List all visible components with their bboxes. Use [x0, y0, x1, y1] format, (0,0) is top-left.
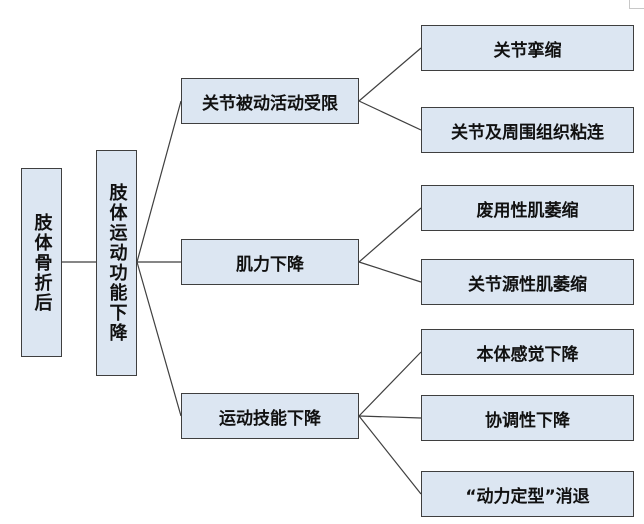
corner-mark	[629, 0, 644, 9]
leaf-node: 关节源性肌萎缩	[421, 259, 634, 305]
leaf-node: 本体感觉下降	[421, 329, 634, 375]
group-node-passive-motion: 关节被动活动受限	[181, 78, 359, 124]
group-node-motor-skill: 运动技能下降	[181, 393, 359, 439]
line-group2-child2	[358, 261, 422, 283]
line-group3-child1	[358, 351, 422, 417]
leaf-node: “动力定型”消退	[421, 471, 634, 517]
line-group1-child1	[358, 47, 422, 102]
line-group3-child2	[358, 415, 422, 419]
mid-node: 肢体运动功能下降	[96, 150, 137, 376]
line-group2-child1	[358, 207, 422, 263]
leaf-node: 关节挛缩	[421, 25, 634, 71]
group-node-muscle-strength: 肌力下降	[181, 239, 359, 285]
line-group1-child2	[358, 100, 422, 131]
line-group3-child3	[358, 415, 422, 495]
leaf-node: 协调性下降	[421, 395, 634, 441]
line-mid-group1	[136, 100, 182, 263]
line-mid-group3	[136, 261, 182, 417]
leaf-node: 关节及周围组织粘连	[421, 107, 634, 153]
leaf-node: 废用性肌萎缩	[421, 185, 634, 231]
root-node: 肢体骨折后	[21, 168, 62, 357]
